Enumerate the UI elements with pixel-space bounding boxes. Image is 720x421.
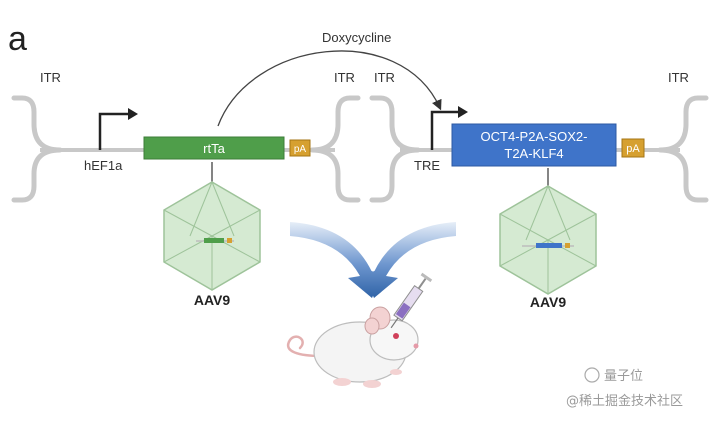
- left-polya-box: [289, 139, 311, 157]
- left-itr-left-label: ITR: [40, 70, 61, 85]
- right-itr-left-label: ITR: [374, 70, 395, 85]
- mouse-illustration: [286, 306, 419, 388]
- panel-label: a: [8, 20, 27, 58]
- rtta-gene-box: [143, 136, 285, 160]
- right-polya-box: [621, 138, 645, 158]
- right-promoter-arrow-icon: [430, 110, 460, 150]
- right-polya-label: pA: [626, 143, 640, 155]
- left-polya-label: pA: [294, 144, 307, 155]
- left-construct: ITR ITR hEF1a rtTa pA: [11, 70, 361, 235]
- right-aav-label: AAV9: [530, 294, 567, 310]
- right-promoter-label: TRE: [414, 158, 440, 173]
- left-promoter-label: hEF1a: [84, 158, 123, 173]
- watermark-line1: 量子位: [604, 369, 643, 384]
- right-itr-right-label: ITR: [668, 70, 689, 85]
- right-construct: ITR ITR TRE OCT4-P2A-SOX2- T2A-KLF4 pA: [369, 70, 709, 239]
- left-promoter-arrow-icon: [98, 112, 130, 150]
- left-itr-left-shape: [11, 95, 63, 203]
- doxycycline-arrow: [217, 50, 442, 127]
- syringe-icon: [390, 272, 433, 329]
- left-aav-label: AAV9: [194, 292, 231, 308]
- oskm-gene-box: [451, 123, 617, 167]
- watermark-logo-icon: [584, 367, 600, 383]
- watermark: 量子位 @稀土掘金技术社区: [566, 367, 683, 409]
- doxycycline-label: Doxycycline: [322, 30, 391, 45]
- left-itr-right-label: ITR: [334, 70, 355, 85]
- merge-arrows-icon: [290, 222, 456, 298]
- right-itr-left-shape: [369, 95, 421, 203]
- left-promoter-arrowhead-icon: [128, 108, 138, 120]
- right-aav-capsid: [499, 185, 597, 295]
- right-promoter-arrowhead-icon: [458, 106, 468, 118]
- rtta-gene-label: rtTa: [203, 141, 225, 156]
- left-aav-capsid: [163, 181, 261, 291]
- watermark-line2: @稀土掘金技术社区: [566, 393, 683, 409]
- left-itr-right-shape: [309, 95, 361, 203]
- right-itr-right-shape: [657, 95, 709, 203]
- oskm-gene-label-line1: OCT4-P2A-SOX2-: [481, 129, 588, 144]
- oskm-gene-label-line2: T2A-KLF4: [504, 146, 563, 161]
